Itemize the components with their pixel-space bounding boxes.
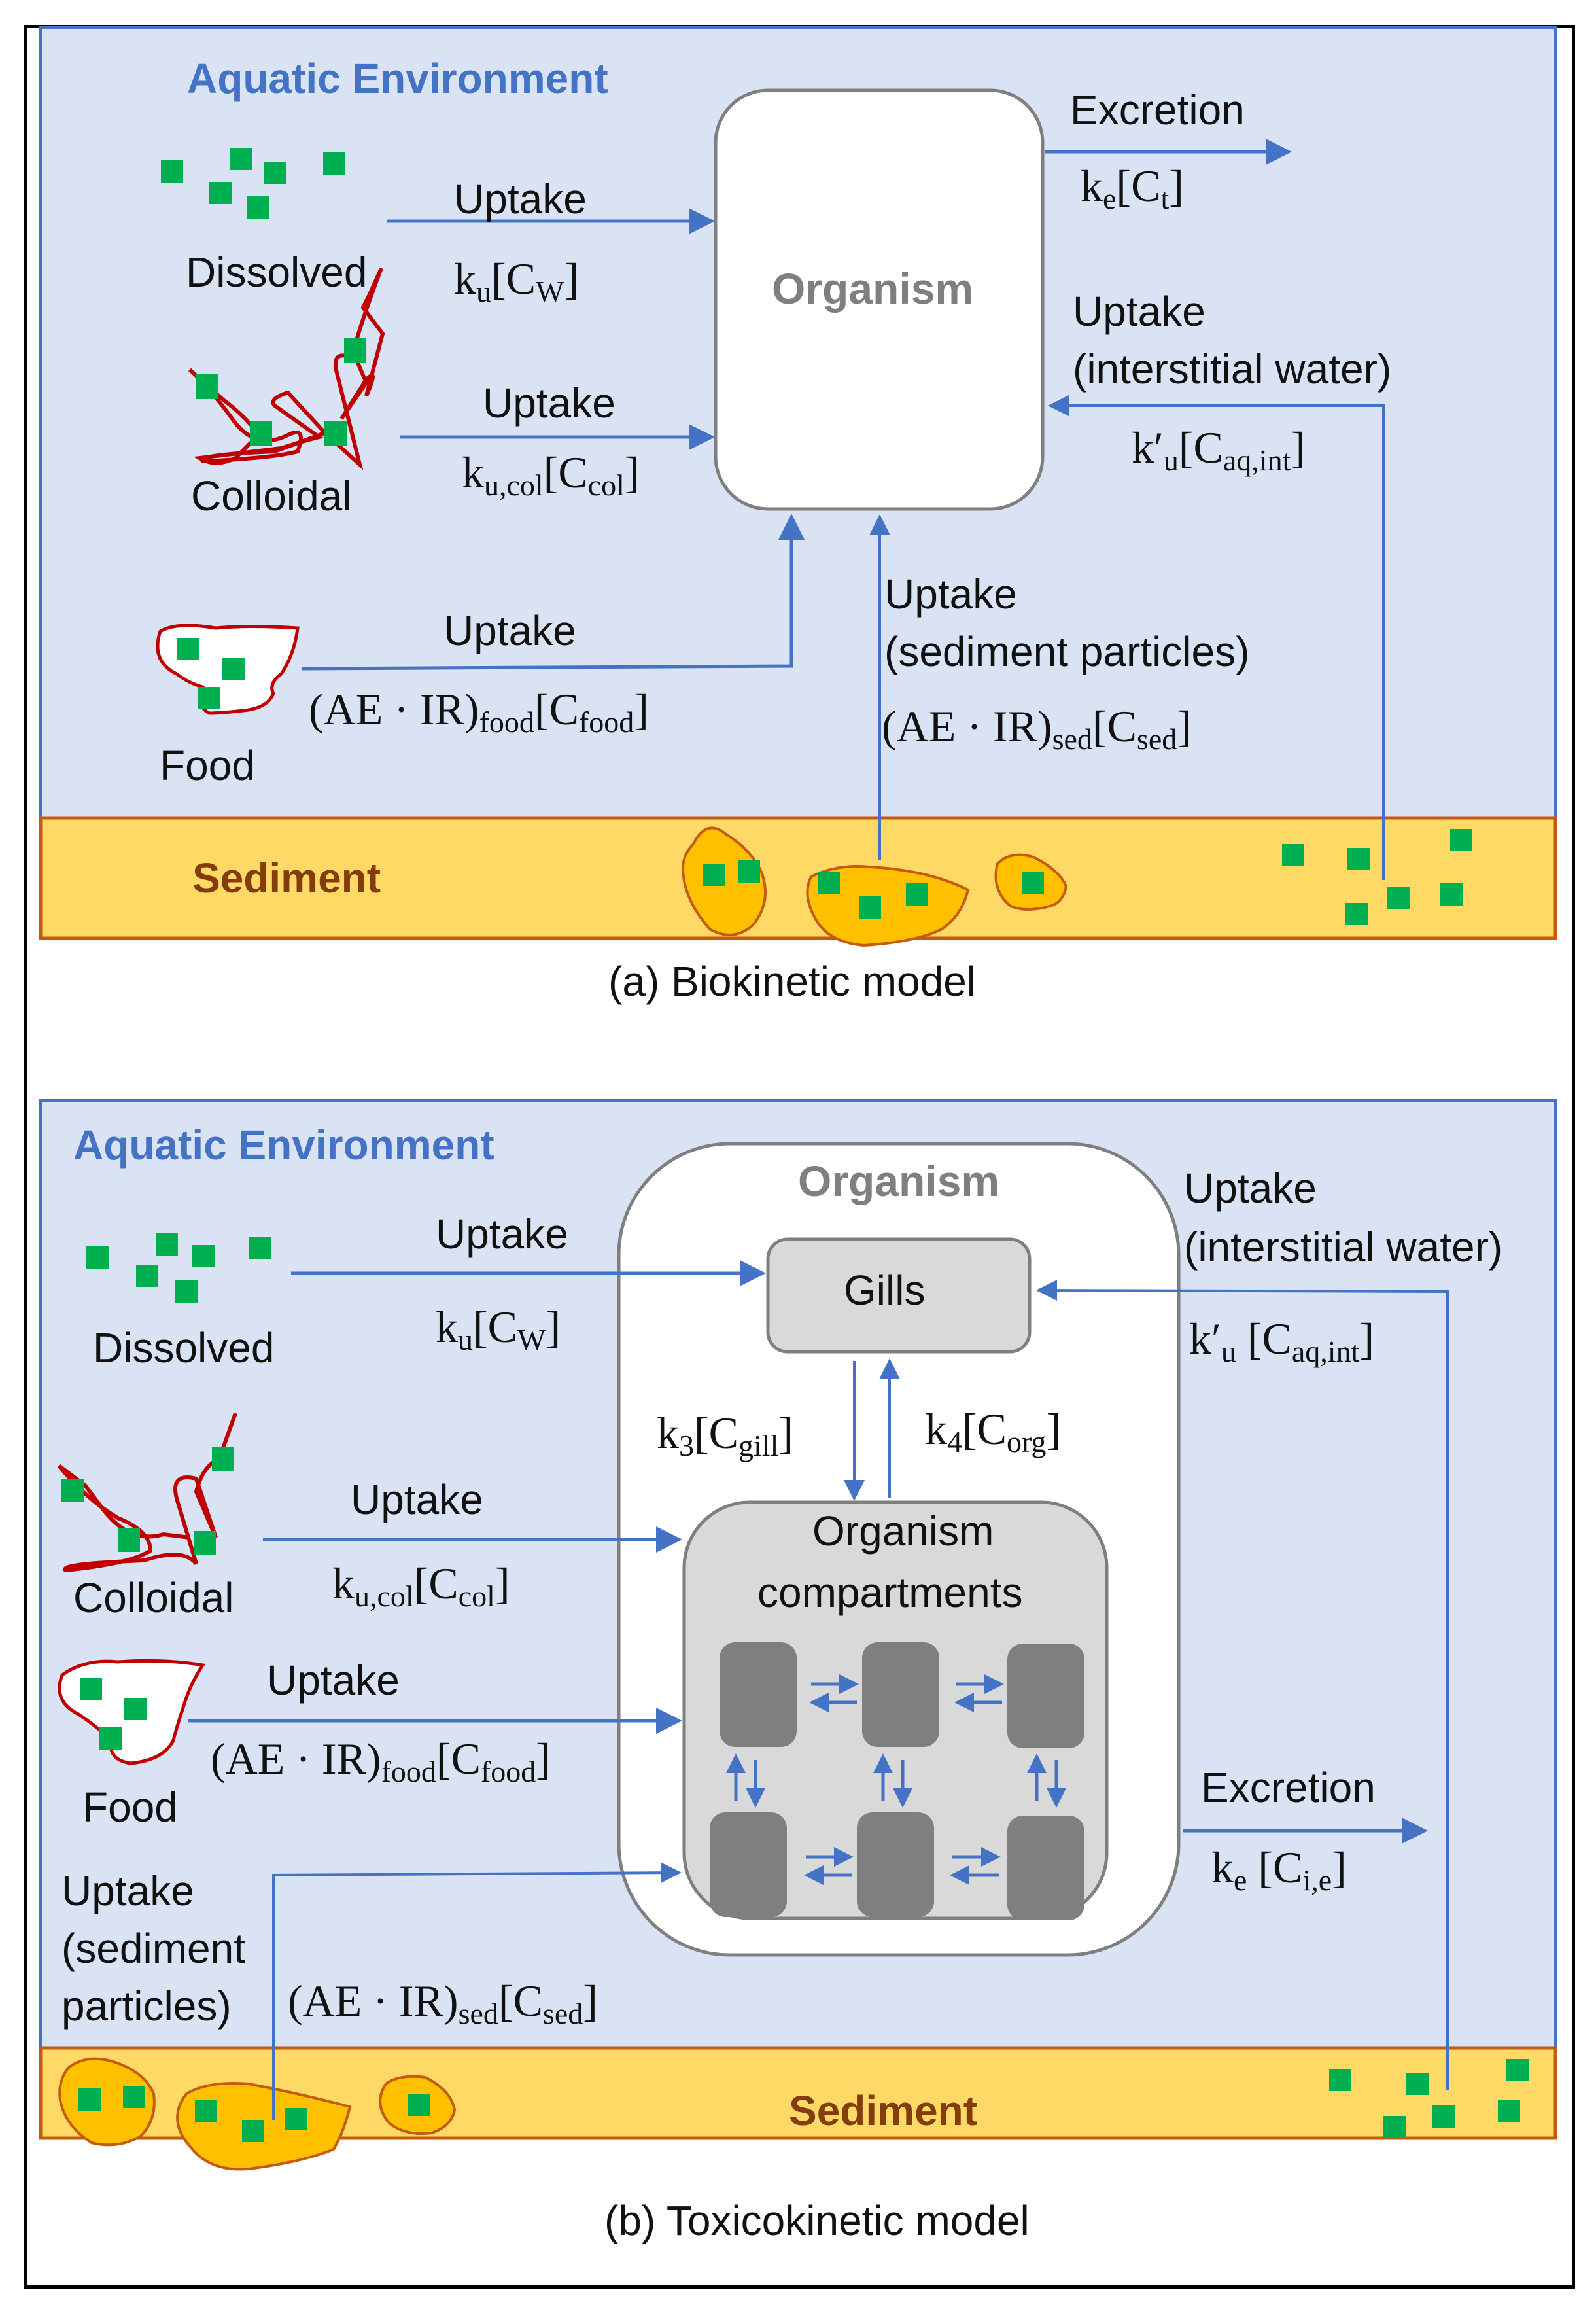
panel-a-food-uptake-label: Uptake [443, 607, 576, 654]
panel-b-gills-box [766, 1237, 1032, 1354]
panel-a-interstitial-uptake-label-2: (interstitial water) [1073, 345, 1392, 393]
panel-b-colloidal-label: Colloidal [73, 1574, 234, 1621]
panel-b-colloidal-rate: ku,col[Ccol] [332, 1558, 510, 1613]
panel-a-colloidal-rate: ku,col[Ccol] [462, 448, 640, 502]
panel-a-excretion-rate: ke[Ct] [1081, 161, 1184, 215]
panel-b-exchange-arrows [726, 1674, 1066, 1885]
panel-b-gill-to-organism-rate: k3[Cgill] [657, 1408, 794, 1462]
panel-b-compartments-label-1: Organism [812, 1507, 994, 1555]
panel-a-environment-label: Aquatic Environment [187, 55, 608, 102]
panel-b-organism-label: Organism [798, 1157, 1000, 1205]
panel-b-sediment-uptake-label-2: (sediment [61, 1925, 245, 1972]
panel-b-food-uptake-label: Uptake [267, 1657, 400, 1704]
panel-b-interstitial-chemicals [1329, 2059, 1529, 2138]
panel-a-colloidal-uptake-label: Uptake [483, 379, 616, 427]
panel-a-sediment-layer [39, 816, 1557, 940]
panel-b-food-rate: (AE · IR)food[Cfood] [211, 1734, 551, 1788]
panel-b-excretion-label: Excretion [1201, 1764, 1376, 1811]
panel-b-excretion-rate: ke [Ci,e] [1211, 1842, 1347, 1897]
panel-b-dissolved-icon [86, 1233, 271, 1303]
panel-a-food-icon [156, 624, 300, 715]
panel-a-sediment-uptake-label-1: Uptake [884, 571, 1017, 618]
panel-a-caption: (a) Biokinetic model [608, 958, 976, 1005]
panel-b-compartments-label-2: compartments [757, 1569, 1023, 1616]
panel-b-interstitial-uptake-label-1: Uptake [1184, 1165, 1317, 1212]
panel-b-dissolved-rate: ku[CW] [436, 1302, 561, 1356]
panel-b-sediment-uptake-arrow [272, 1862, 682, 2120]
panel-a-sediment-uptake-label-2: (sediment particles) [884, 628, 1250, 675]
panel-a-excretion-label: Excretion [1070, 86, 1245, 133]
panel-b-gills-label: Gills [844, 1267, 926, 1314]
panel-b-organism-to-gill-rate: k4[Corg] [925, 1404, 1062, 1458]
panel-b-dissolved-uptake-label: Uptake [436, 1210, 568, 1258]
panel-a-food-uptake-arrow [302, 514, 805, 671]
panel-b-subcompartments [710, 1642, 1084, 1920]
panel-a-food-label: Food [160, 742, 255, 789]
panel-b-sediment-uptake-label-1: Uptake [61, 1867, 194, 1914]
panel-b-sediment-rate: (AE · IR)sed[Csed] [288, 1976, 598, 2030]
panel-a-sediment-rate: (AE · IR)sed[Csed] [882, 701, 1192, 756]
panel-b-sediment-particles [58, 2057, 457, 2171]
panel-a-colloidal-label: Colloidal [191, 472, 352, 519]
panel-a-dissolved-icon [161, 148, 345, 219]
panel-b-caption: (b) Toxicokinetic model [604, 2197, 1030, 2244]
panel-b-interstitial-uptake-arrow [1036, 1280, 1449, 2090]
panel-a-organism-label: Organism [772, 264, 974, 313]
panel-b-food-icon [58, 1659, 206, 1765]
panel-a-interstitial-chemicals [1282, 829, 1472, 925]
panel-b-colloidal-uptake-label: Uptake [351, 1476, 483, 1523]
panel-a-dissolved-uptake-label: Uptake [454, 175, 587, 222]
panel-b-interstitial-rate: k′u [Caq,int] [1189, 1314, 1375, 1368]
panel-b-colloidal-icon [57, 1412, 237, 1573]
panel-a-dissolved-rate: ku[CW] [454, 254, 580, 308]
panel-a-food-rate: (AE · IR)food[Cfood] [309, 684, 649, 739]
panel-a-sediment-particles [682, 826, 1068, 947]
panel-a-interstitial-uptake-label-1: Uptake [1073, 288, 1206, 335]
panel-a-interstitial-uptake-arrow [1048, 395, 1385, 880]
panel-b-interstitial-uptake-label-2: (interstitial water) [1184, 1224, 1503, 1271]
panel-a-sediment-label: Sediment [192, 854, 381, 902]
panel-a-dissolved-label: Dissolved [186, 249, 368, 296]
panel-b-sediment-uptake-label-3: particles) [61, 1982, 232, 2030]
panel-b-dissolved-label: Dissolved [93, 1324, 275, 1371]
panel-b-sediment-label: Sediment [789, 2087, 978, 2134]
panel-a-colloidal-icon [188, 267, 385, 470]
panel-b-food-label: Food [82, 1784, 178, 1831]
panel-b-environment-label: Aquatic Environment [73, 1121, 494, 1169]
panel-a-organism-box [714, 88, 1045, 511]
panel-a-interstitial-rate: k′u[Caq,int] [1132, 423, 1306, 477]
